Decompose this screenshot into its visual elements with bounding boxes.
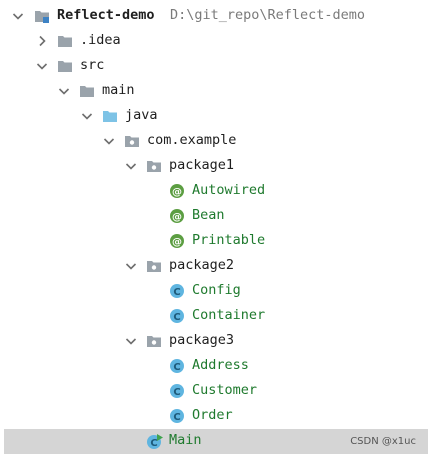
tree-row-autowired[interactable]: @ Autowired — [0, 179, 430, 204]
annotation-label: Autowired — [192, 182, 266, 198]
package-icon — [146, 258, 162, 274]
tree-row-address[interactable]: C Address — [0, 354, 430, 379]
tree-row-bean[interactable]: @ Bean — [0, 204, 430, 229]
class-icon: C — [169, 408, 185, 424]
package-icon — [124, 133, 140, 149]
class-label: Address — [192, 357, 249, 373]
chevron-down-icon[interactable] — [123, 258, 139, 274]
annotation-icon: @ — [169, 233, 185, 249]
chevron-down-icon[interactable] — [79, 108, 95, 124]
package-icon — [146, 158, 162, 174]
class-icon: C — [169, 308, 185, 324]
folder-label: src — [80, 57, 105, 73]
tree-row-idea[interactable]: .idea — [0, 29, 430, 54]
class-label: Config — [192, 282, 241, 298]
tree-row-package1[interactable]: package1 — [0, 154, 430, 179]
tree-row-config[interactable]: C Config — [0, 279, 430, 304]
folder-icon — [57, 58, 73, 74]
tree-row-src[interactable]: src — [0, 54, 430, 79]
module-folder-icon — [34, 8, 50, 24]
folder-icon — [57, 33, 73, 49]
tree-row-project[interactable]: Reflect-demo D:\git_repo\Reflect-demo — [0, 4, 430, 29]
svg-text:C: C — [173, 387, 180, 398]
folder-label: .idea — [80, 32, 121, 48]
svg-text:@: @ — [172, 187, 182, 198]
class-icon: C — [169, 283, 185, 299]
chevron-down-icon[interactable] — [101, 133, 117, 149]
annotation-label: Bean — [192, 207, 225, 223]
folder-label: main — [102, 82, 135, 98]
annotation-label: Printable — [192, 232, 266, 248]
tree-row-main-class[interactable]: C Main — [4, 429, 428, 454]
watermark: CSDN @x1uc — [350, 436, 416, 447]
tree-row-java[interactable]: java — [0, 104, 430, 129]
tree-row-main[interactable]: main — [0, 79, 430, 104]
class-icon: C — [169, 358, 185, 374]
tree-row-order[interactable]: C Order — [0, 404, 430, 429]
tree-row-customer[interactable]: C Customer — [0, 379, 430, 404]
package-label: package3 — [169, 332, 235, 348]
chevron-right-icon[interactable] — [34, 33, 50, 49]
tree-row-container[interactable]: C Container — [0, 304, 430, 329]
svg-text:C: C — [173, 412, 180, 423]
package-label: package2 — [169, 257, 235, 273]
annotation-icon: @ — [169, 208, 185, 224]
class-icon: C — [169, 383, 185, 399]
class-label: Container — [192, 307, 266, 323]
tree-row-com-example[interactable]: com.example — [0, 129, 430, 154]
svg-text:C: C — [173, 287, 180, 298]
folder-icon — [79, 83, 95, 99]
chevron-down-icon[interactable] — [123, 333, 139, 349]
svg-text:@: @ — [172, 212, 182, 223]
svg-text:C: C — [150, 438, 157, 449]
folder-label: java — [125, 107, 158, 123]
chevron-down-icon[interactable] — [123, 158, 139, 174]
class-label: Customer — [192, 382, 258, 398]
tree-row-package3[interactable]: package3 — [0, 329, 430, 354]
chevron-down-icon[interactable] — [34, 58, 50, 74]
tree-row-package2[interactable]: package2 — [0, 254, 430, 279]
class-run-icon: C — [146, 433, 163, 449]
chevron-down-icon[interactable] — [56, 83, 72, 99]
package-label: com.example — [147, 132, 237, 148]
package-label: package1 — [169, 157, 235, 173]
chevron-down-icon[interactable] — [10, 8, 26, 24]
source-folder-icon — [102, 108, 118, 124]
class-label: Order — [192, 407, 233, 423]
project-path: D:\git_repo\Reflect-demo — [170, 7, 366, 23]
svg-text:C: C — [173, 362, 180, 373]
tree-row-printable[interactable]: @ Printable — [0, 229, 430, 254]
project-name: Reflect-demo — [57, 7, 155, 23]
annotation-icon: @ — [169, 183, 185, 199]
svg-text:@: @ — [172, 237, 182, 248]
package-icon — [146, 333, 162, 349]
svg-text:C: C — [173, 312, 180, 323]
class-label: Main — [169, 432, 202, 448]
